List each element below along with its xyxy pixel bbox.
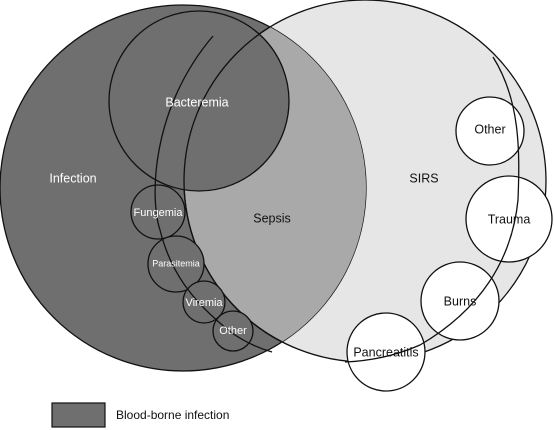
sirs-boundary-over-white-circles <box>344 56 520 363</box>
fungemia-label: Fungemia <box>134 207 184 219</box>
other-blood-label: Other <box>219 325 247 337</box>
infection-label: Infection <box>49 171 96 185</box>
legend-label: Blood-borne infection <box>116 408 229 422</box>
fungemia-circle <box>130 184 186 240</box>
viremia-circle <box>182 280 226 324</box>
burns-label: Burns <box>444 294 477 308</box>
legend-swatch <box>51 402 106 428</box>
viremia-label: Viremia <box>185 297 223 309</box>
sirs-boundary-over-small-circles <box>154 35 273 353</box>
burns-circle <box>420 261 500 341</box>
other-sirs-label: Other <box>474 122 505 136</box>
other-blood-circle <box>212 310 254 352</box>
parasitemia-circle <box>147 235 205 293</box>
trauma-circle <box>465 175 553 263</box>
bacteremia-circle <box>108 10 290 192</box>
bacteremia-label: Bacteremia <box>165 95 228 109</box>
parasitemia-label: Parasitemia <box>152 258 200 268</box>
sirs-label: SIRS <box>409 171 438 185</box>
trauma-label: Trauma <box>488 212 531 226</box>
sepsis-label: Sepsis <box>253 211 291 225</box>
pancreatitis-circle <box>346 312 426 392</box>
other-sirs-circle <box>455 96 525 166</box>
pancreatitis-label: Pancreatitis <box>353 345 418 359</box>
